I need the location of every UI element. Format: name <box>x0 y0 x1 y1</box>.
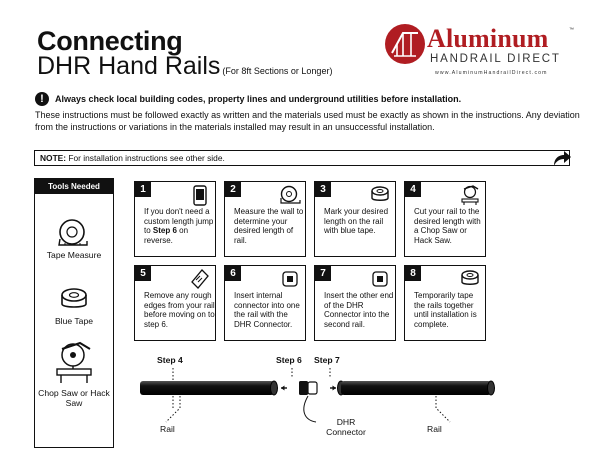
title-subtitle: (For 8ft Sections or Longer) <box>222 66 333 76</box>
step-7: 7 Insert the other end of the DHR Connec… <box>314 265 396 341</box>
step-number: 6 <box>225 266 241 281</box>
tape-roll-icon <box>61 288 87 308</box>
step-number: 4 <box>405 182 421 197</box>
handrail-emblem-icon <box>385 24 425 64</box>
step-number: 5 <box>135 266 151 281</box>
tool-label: Chop Saw or Hack Saw <box>38 388 110 408</box>
label-rail-right: Rail <box>427 424 442 434</box>
turn-page-arrow-icon[interactable] <box>550 146 574 170</box>
tape-roll-icon <box>371 186 389 201</box>
tape-measure-icon <box>58 219 88 246</box>
label-rail-left: Rail <box>160 424 175 434</box>
step-number: 3 <box>315 182 331 197</box>
exclamation-icon: ! <box>35 92 49 106</box>
step-text: Remove any rough edges from your rail be… <box>144 291 215 329</box>
chop-saw-icon <box>461 185 479 205</box>
warning-text: Always check local building codes, prope… <box>55 94 462 104</box>
step-8: 8 Temporarily tape the rails together un… <box>404 265 486 341</box>
phone-icon <box>193 185 207 206</box>
step-text: Insert the other end of the DHR Connecto… <box>324 291 394 329</box>
title-main: DHR Hand Rails <box>37 52 221 80</box>
logo-brand: Aluminum <box>427 24 549 53</box>
instructions-text: These instructions must be followed exac… <box>35 110 580 132</box>
brand-logo: Aluminum ™ HANDRAIL DIRECT www.AluminumH… <box>383 22 574 82</box>
label-step-4: Step 4 <box>157 355 183 365</box>
tape-roll-icon <box>461 270 479 285</box>
step-text: Mark your desired length on the rail wit… <box>324 207 389 236</box>
dhr-connector <box>299 381 318 395</box>
label-step-6: Step 6 <box>276 355 302 365</box>
chop-saw-icon <box>56 341 92 383</box>
tool-chop-saw: Chop Saw or Hack Saw <box>35 339 113 408</box>
step-number: 1 <box>135 182 151 197</box>
label-step-7: Step 7 <box>314 355 340 365</box>
step-4: 4 Cut your rail to the desired length wi… <box>404 181 486 257</box>
logo-tagline: HANDRAIL DIRECT <box>430 53 561 65</box>
tool-label: Blue Tape <box>54 316 94 326</box>
page-title: Connecting <box>37 26 183 56</box>
step-text: Insert internal connector into one the r… <box>234 291 300 329</box>
tools-panel: Tools Needed Tape Measure Blue Tape Chop… <box>34 178 114 448</box>
logo-trademark: ™ <box>569 27 574 33</box>
connector-icon <box>372 271 388 287</box>
rail-diagram-art <box>140 368 495 423</box>
step-2: 2 Measure the wall to determine your des… <box>224 181 306 257</box>
note-text: For installation instructions see other … <box>66 153 225 163</box>
tape-measure-icon <box>280 185 301 204</box>
note-label: NOTE: <box>40 153 67 163</box>
step-number: 2 <box>225 182 241 197</box>
tool-blue-tape: Blue Tape <box>35 287 113 326</box>
step-6: 6 Insert internal connector into one the… <box>224 265 306 341</box>
rail-left <box>140 380 278 396</box>
step-1: 1 If you don't need a custom length jump… <box>134 181 216 257</box>
step-3: 3 Mark your desired length on the rail w… <box>314 181 396 257</box>
warning-row: ! Always check local building codes, pro… <box>35 92 575 108</box>
rail-diagram: Step 4 Step 6 Step 7 <box>140 350 590 445</box>
tool-label: Tape Measure <box>46 250 102 260</box>
tool-tape-measure: Tape Measure <box>35 217 113 260</box>
step-number: 8 <box>405 266 421 281</box>
step-text: If you don't need a custom length jump t… <box>144 207 214 245</box>
connector-icon <box>282 271 298 287</box>
rail-right <box>337 380 495 396</box>
tools-header: Tools Needed <box>35 179 113 194</box>
step-text: Temporarily tape the rails together unti… <box>414 291 477 329</box>
logo-url: www.AluminumHandrailDirect.com <box>435 70 548 76</box>
step-text: Measure the wall to determine your desir… <box>234 207 304 245</box>
page-title-line2: DHR Hand Rails(For 8ft Sections or Longe… <box>37 52 332 81</box>
step-5: 5 Remove any rough edges from your rail … <box>134 265 216 341</box>
step-number: 7 <box>315 266 331 281</box>
note-bar: NOTE: For installation instructions see … <box>34 150 570 166</box>
file-tool-icon <box>191 269 209 289</box>
step-text: Cut your rail to the desired length with… <box>414 207 481 245</box>
